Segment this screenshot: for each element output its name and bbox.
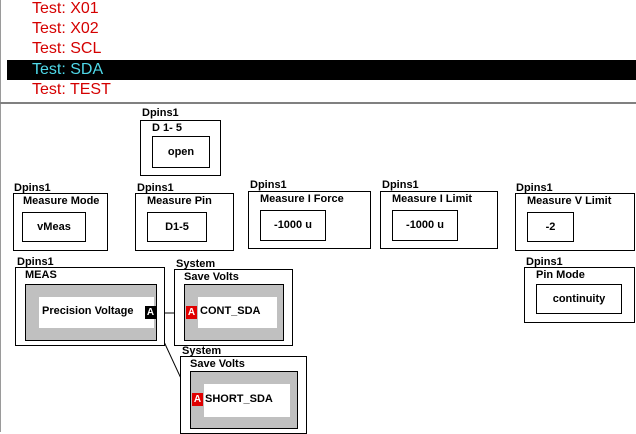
measure-v-limit-node[interactable]: Measure V Limit -2 <box>515 193 635 251</box>
test-list-item-x02[interactable]: Test: X02 <box>32 20 99 37</box>
test-list-pane[interactable]: Test: X01 Test: X02 Test: SCL Test: SDA … <box>0 0 636 102</box>
save-short-category: System <box>182 345 222 357</box>
measure-i-force-title: Measure I Force <box>260 193 344 205</box>
test-list-item-scl[interactable]: Test: SCL <box>32 40 102 57</box>
measure-i-limit-node[interactable]: Measure I Limit -1000 u <box>380 191 498 249</box>
measure-v-limit-value: -2 <box>527 212 574 242</box>
meas-title: MEAS <box>25 269 57 281</box>
measure-pin-value: D1-5 <box>147 212 207 242</box>
measure-mode-value: vMeas <box>22 212 86 242</box>
measure-i-limit-title: Measure I Limit <box>392 193 473 205</box>
measure-pin-category: Dpins1 <box>137 182 174 194</box>
meas-output-port[interactable]: A <box>145 306 156 319</box>
save-cont-input-port[interactable]: A <box>186 306 197 319</box>
pin-mode-node[interactable]: Pin Mode continuity <box>524 267 635 323</box>
meas-panel: Precision Voltage A <box>25 284 157 341</box>
measure-pin-node[interactable]: Measure Pin D1-5 <box>135 193 234 251</box>
pins-setup-category: Dpins1 <box>142 107 179 119</box>
measure-mode-category: Dpins1 <box>14 182 51 194</box>
save-cont-title: Save Volts <box>184 271 239 283</box>
meas-node[interactable]: MEAS Precision Voltage A <box>15 267 165 346</box>
meas-category: Dpins1 <box>17 256 54 268</box>
save-short-value-box: SHORT_SDA <box>204 384 290 417</box>
save-cont-panel: A CONT_SDA <box>184 284 284 341</box>
save-short-panel: A SHORT_SDA <box>190 371 298 429</box>
save-short-title: Save Volts <box>190 358 245 370</box>
pane-divider[interactable] <box>0 102 636 104</box>
meas-value-box: Precision Voltage <box>39 297 154 328</box>
measure-v-limit-category: Dpins1 <box>516 182 553 194</box>
save-cont-value-box: CONT_SDA <box>198 297 277 328</box>
measure-i-force-node[interactable]: Measure I Force -1000 u <box>248 191 371 249</box>
test-list-item-test[interactable]: Test: TEST <box>32 81 111 98</box>
measure-i-force-category: Dpins1 <box>250 179 287 191</box>
save-short-value: SHORT_SDA <box>205 393 273 405</box>
flow-diagram-canvas[interactable]: Dpins1 D 1- 5 open Dpins1 Measure Mode v… <box>0 104 636 434</box>
measure-mode-node[interactable]: Measure Mode vMeas <box>13 193 108 251</box>
measure-mode-title: Measure Mode <box>23 195 100 207</box>
pin-mode-category: Dpins1 <box>526 256 563 268</box>
test-list-item-sda[interactable]: Test: SDA <box>7 60 636 80</box>
pins-setup-title: D 1- 5 <box>152 122 182 134</box>
measure-v-limit-title: Measure V Limit <box>527 195 612 207</box>
save-short-input-port[interactable]: A <box>192 393 203 406</box>
measure-i-force-value: -1000 u <box>260 210 326 241</box>
save-cont-category: System <box>176 258 216 270</box>
measure-i-limit-value: -1000 u <box>392 210 458 241</box>
test-list-item-x01[interactable]: Test: X01 <box>32 0 99 17</box>
measure-pin-title: Measure Pin <box>147 195 212 207</box>
pin-mode-value: continuity <box>536 284 622 314</box>
pins-setup-node[interactable]: D 1- 5 open <box>140 120 221 176</box>
measure-i-limit-category: Dpins1 <box>382 179 419 191</box>
save-cont-value: CONT_SDA <box>200 305 261 317</box>
pins-setup-value: open <box>152 136 210 168</box>
meas-value: Precision Voltage <box>42 305 134 317</box>
pin-mode-title: Pin Mode <box>536 269 585 281</box>
save-cont-node[interactable]: Save Volts A CONT_SDA <box>174 269 293 346</box>
save-short-node[interactable]: Save Volts A SHORT_SDA <box>180 356 307 434</box>
